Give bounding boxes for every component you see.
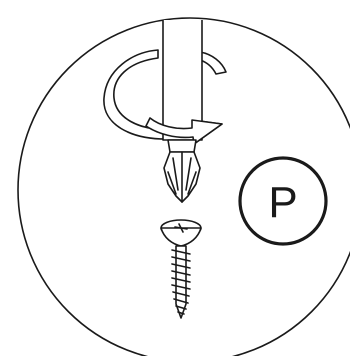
mode-badge: P <box>240 158 326 244</box>
screwdriver-icon <box>146 20 222 202</box>
mode-badge-letter: P <box>268 178 297 227</box>
phillips-screw-icon <box>161 220 201 318</box>
